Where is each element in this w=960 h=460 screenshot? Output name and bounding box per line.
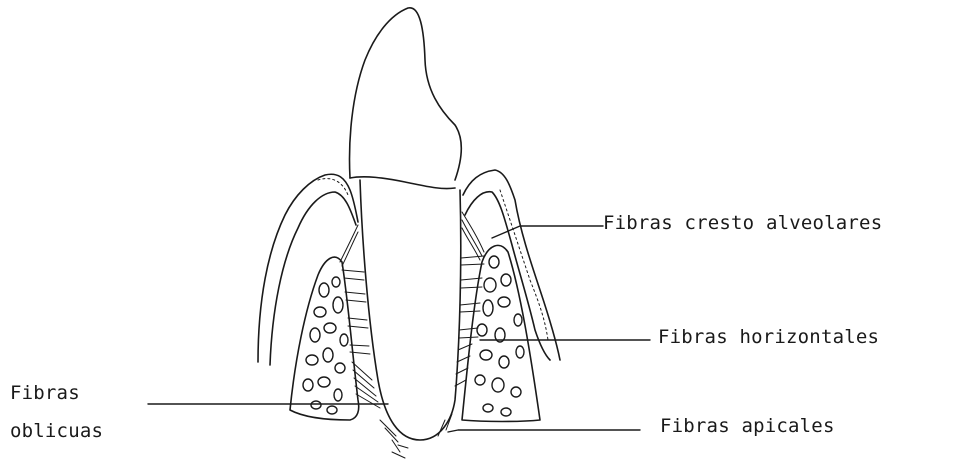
tooth-root [360,180,461,440]
label-fibras-cresto-alveolares: Fibras cresto alveolares [603,212,882,234]
label-fibras-oblicuas-line1: Fibras [10,382,80,404]
left-crestal-fibers [340,225,358,266]
tooth-crown [350,8,462,180]
label-fibras-horizontales: Fibras horizontales [658,326,879,348]
right-bone-trabeculae [475,256,524,416]
cemento-enamel-junction [350,177,455,189]
right-crestal-fibers [462,212,484,260]
label-fibras-apicales: Fibras apicales [660,415,835,437]
right-alveolar-bone [462,245,540,421]
right-gingiva-inner [465,192,550,360]
label-fibras-oblicuas-line2: oblicuas [10,420,103,442]
leader-apicales [448,430,640,432]
